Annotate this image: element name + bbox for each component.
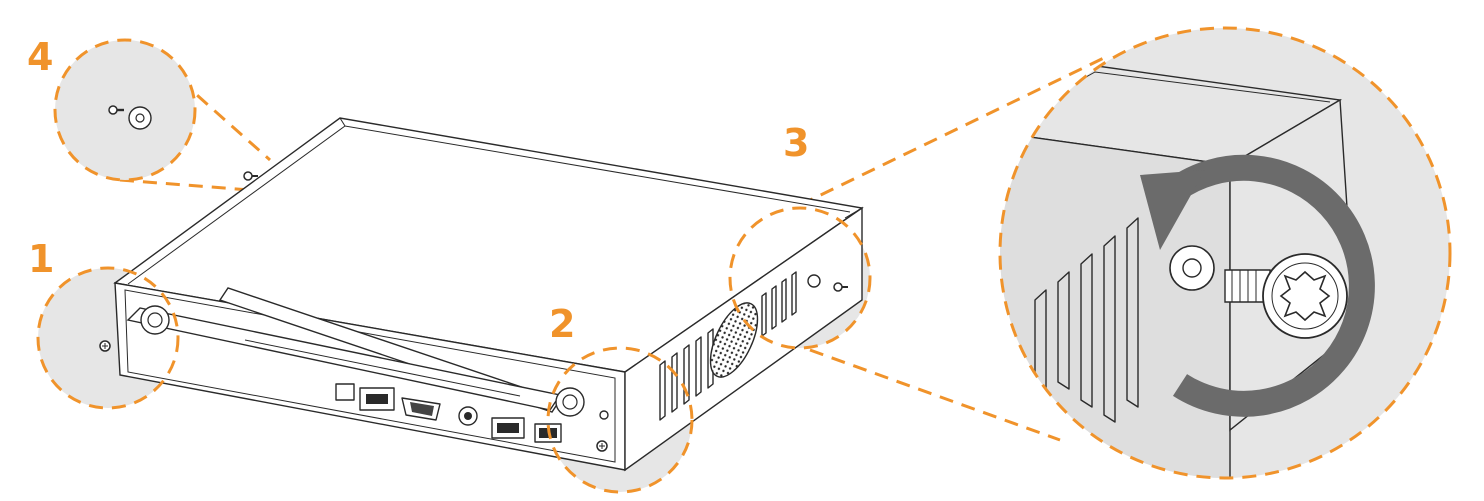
step-labels: 4 1 2 3 bbox=[27, 35, 809, 346]
antenna-icon bbox=[126, 287, 585, 417]
callout-circle-4 bbox=[55, 40, 195, 180]
rotate-counterclockwise-arrow-icon bbox=[1140, 154, 1375, 417]
screw-icon bbox=[243, 171, 258, 181]
washer-icon bbox=[128, 106, 152, 130]
step-label-3: 3 bbox=[783, 121, 809, 165]
screw-icon bbox=[1224, 253, 1348, 339]
step-label-2: 2 bbox=[549, 302, 575, 346]
device-screws bbox=[99, 171, 848, 452]
step-label-1: 1 bbox=[28, 237, 54, 281]
screw-icon bbox=[833, 282, 848, 292]
leader-lines bbox=[119, 53, 1111, 442]
screw-icon bbox=[99, 340, 111, 352]
nvr-device bbox=[99, 117, 864, 472]
step-label-4: 4 bbox=[27, 35, 53, 79]
screw-icon bbox=[596, 440, 608, 452]
side-vent-slots bbox=[659, 271, 797, 421]
screw-icon bbox=[108, 105, 124, 115]
washer-icon bbox=[1169, 245, 1215, 291]
callout-outlines bbox=[36, 38, 872, 494]
zoom-detail bbox=[998, 26, 1452, 480]
callout-4-detail bbox=[108, 105, 152, 130]
